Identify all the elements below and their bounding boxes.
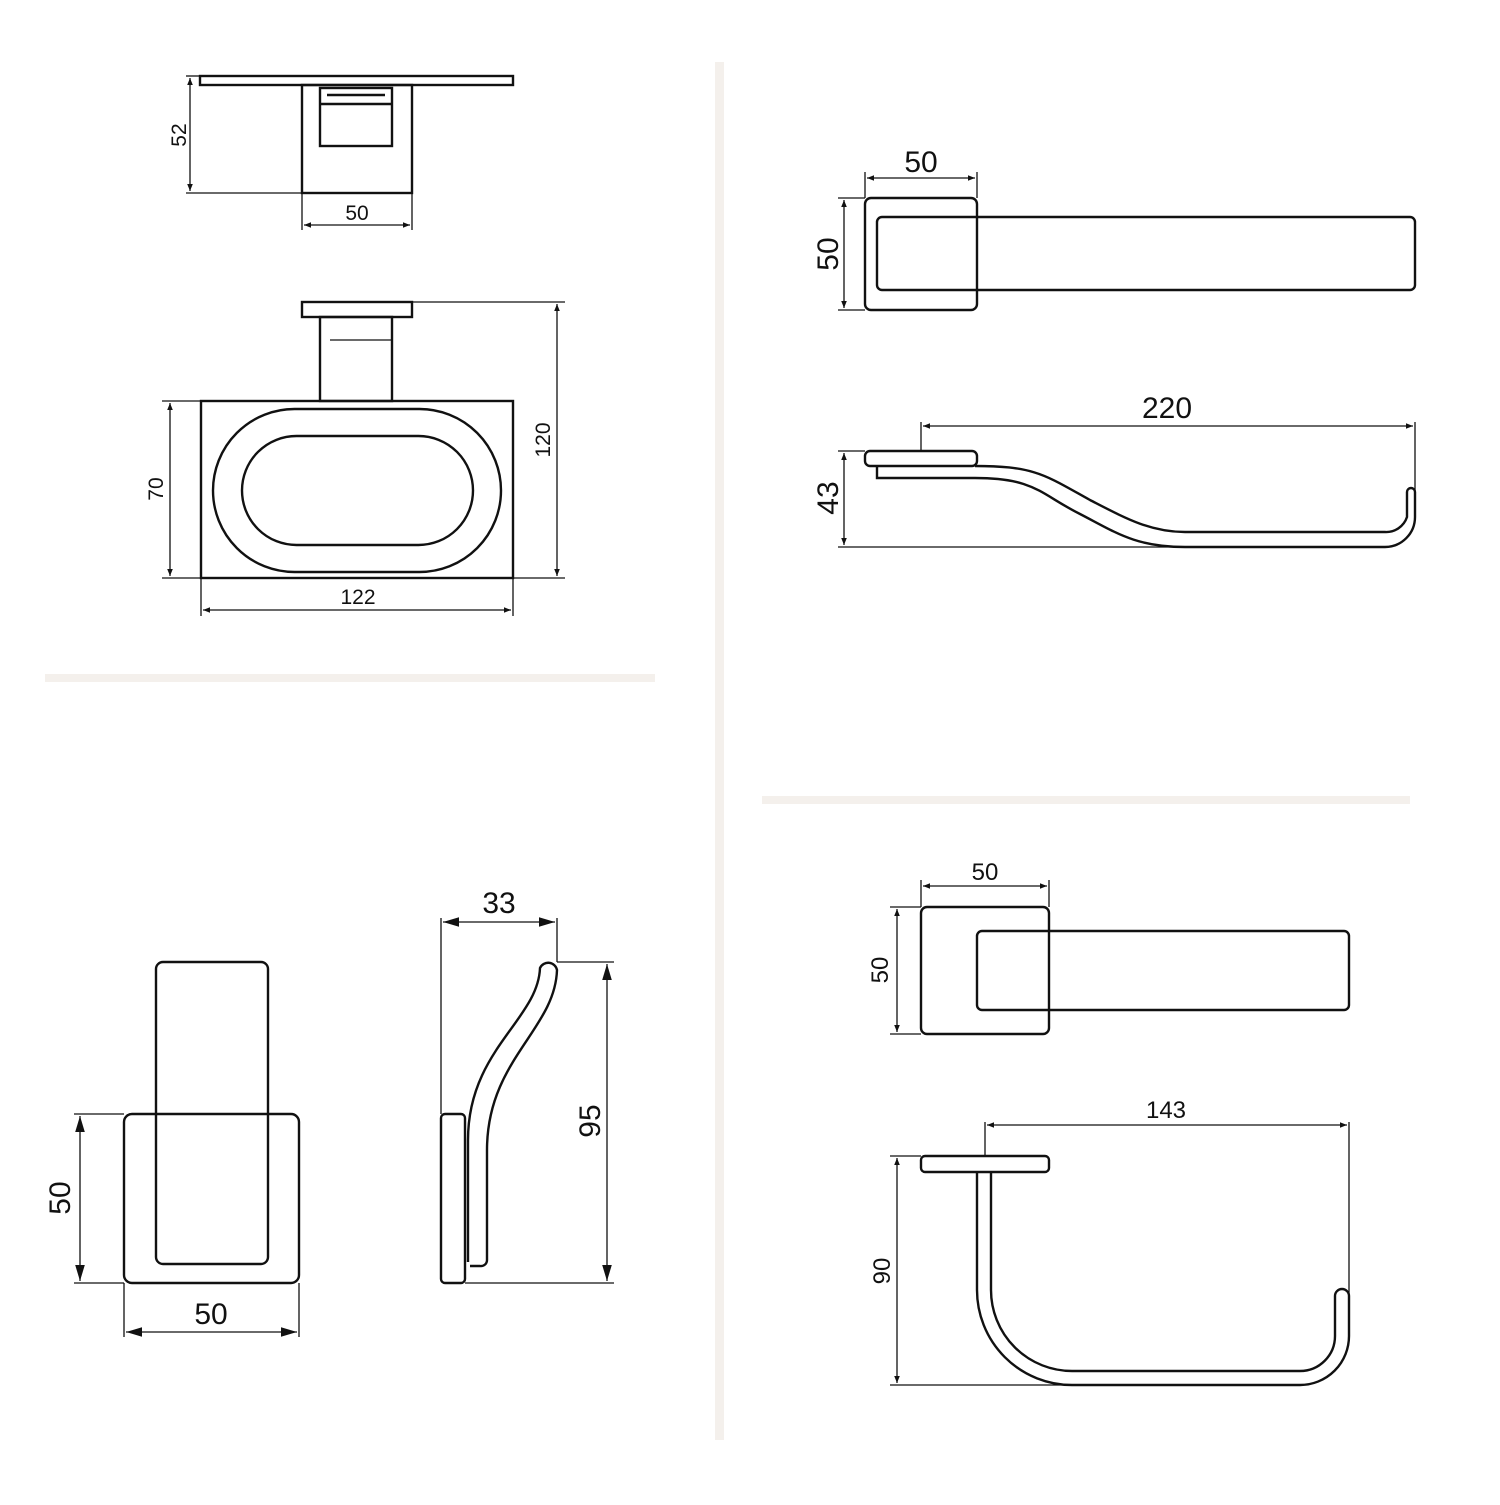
- dim-label-paper-length: 143: [1146, 1097, 1186, 1124]
- towel-holder-bar: [875, 215, 1417, 292]
- dim-label-towel-top-width: 50: [904, 146, 937, 179]
- soap-dish-body: [199, 399, 515, 580]
- soap-dish-front-view: 70 120 122: [145, 300, 565, 616]
- soap-dish-top-base: [300, 83, 414, 195]
- dim-label-paper-top-height: 50: [867, 957, 894, 984]
- towel-holder-base: [863, 196, 979, 312]
- soap-dish-top-plate: [198, 74, 515, 87]
- dim-label-towel-height: 43: [812, 481, 845, 514]
- divider-vertical: [715, 62, 724, 1440]
- paper-holder-top-view: 50 50: [867, 859, 1351, 1036]
- soap-dish-wall-plate: [300, 300, 414, 319]
- paper-holder-base: [919, 905, 1051, 1036]
- dim-label-towel-top-height: 50: [812, 237, 845, 270]
- towel-holder-top-view: 50 50: [812, 146, 1417, 312]
- dim-label-soap-depth: 52: [168, 123, 191, 146]
- paper-holder-bar: [975, 929, 1351, 1012]
- robe-hook-side-view: 33 95: [439, 887, 614, 1285]
- paper-holder-side-view: 143 90: [869, 1097, 1351, 1387]
- dim-label-hook-depth: 33: [482, 887, 515, 920]
- soap-dish-top-block: [318, 86, 394, 148]
- paper-holder-side-profile: [975, 1172, 1351, 1387]
- robe-hook-arm: [154, 960, 270, 1266]
- robe-hook-base-plate: [122, 1112, 301, 1285]
- divider-right-horizontal: [762, 796, 1410, 804]
- divider-left-horizontal: [45, 674, 655, 682]
- dim-label-paper-height: 90: [869, 1258, 896, 1285]
- robe-hook-front-view: 50 50: [44, 960, 301, 1337]
- dim-label-hook-side-height: 95: [574, 1104, 607, 1137]
- robe-hook-side-plate: [439, 1112, 467, 1285]
- dim-label-hook-width: 50: [194, 1298, 227, 1331]
- dim-label-paper-top-width: 50: [972, 859, 999, 886]
- paper-holder-side-plate: [919, 1154, 1051, 1174]
- towel-holder-side-view: 220 43: [812, 392, 1417, 549]
- towel-holder-side-plate: [863, 449, 979, 468]
- dim-label-soap-top-width: 50: [345, 202, 368, 225]
- soap-dish-top-view: 52 50: [168, 74, 515, 230]
- robe-hook-side-profile: [466, 961, 559, 1268]
- soap-dish-bowl-outer: [211, 407, 503, 574]
- dim-label-soap-width: 122: [340, 586, 375, 609]
- dim-label-hook-height: 50: [44, 1181, 77, 1214]
- soap-dish-bowl-inner: [240, 434, 475, 547]
- soap-dish-stem: [318, 315, 394, 403]
- dim-label-towel-length: 220: [1142, 392, 1192, 425]
- towel-holder-side-profile: [875, 464, 1417, 549]
- dim-label-soap-overall-height: 120: [532, 422, 555, 457]
- dim-label-soap-height: 70: [145, 477, 168, 500]
